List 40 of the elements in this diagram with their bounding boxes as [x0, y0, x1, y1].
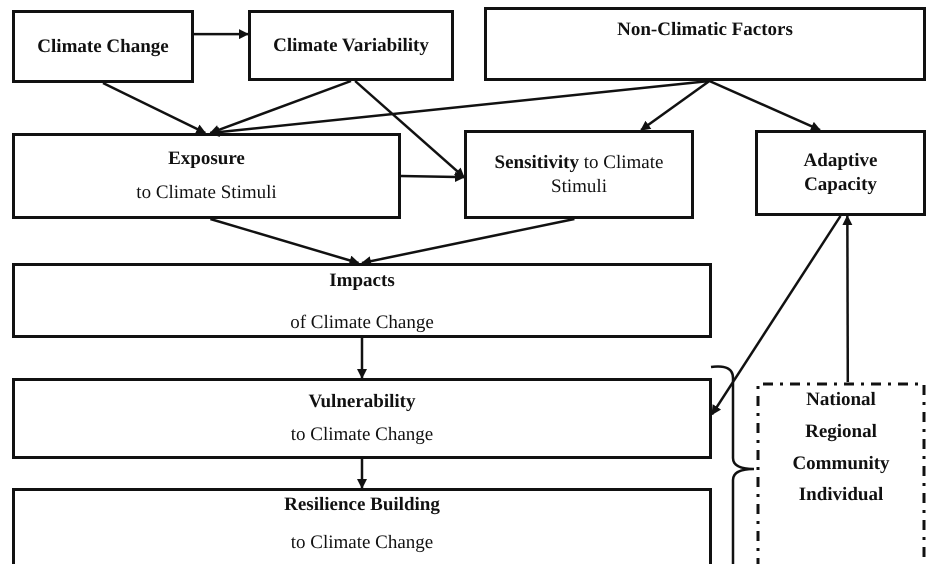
box-text: to Climate Stimuli: [136, 181, 277, 206]
process-box: [484, 7, 926, 81]
box-heading: Impacts: [329, 269, 395, 293]
process-box: [755, 130, 926, 216]
box-text: Sensitivity to Climate Stimuli: [494, 150, 664, 198]
process-box: [12, 10, 194, 83]
box-text: of Climate Change: [290, 311, 434, 335]
arrow: [194, 29, 249, 40]
box-heading: Regional: [805, 420, 877, 444]
arrow: [710, 215, 842, 416]
box-text: to Climate Change: [290, 530, 434, 554]
process-box: [248, 10, 454, 81]
box-heading: Community: [792, 452, 890, 476]
process-box: [12, 488, 712, 564]
process-box: [12, 133, 401, 219]
arrow: [210, 218, 360, 266]
arrow: [640, 80, 710, 132]
box-heading: Exposure: [168, 146, 245, 171]
arrow: [209, 80, 352, 135]
arrow: [102, 82, 206, 134]
box-heading: Adaptive Capacity: [802, 149, 878, 197]
arrow: [354, 80, 465, 178]
box-text: to Climate Change: [290, 423, 434, 447]
arrow: [842, 215, 852, 382]
box-heading: Resilience Building: [284, 493, 440, 517]
box-heading: National: [806, 388, 876, 412]
box-heading: Individual: [798, 483, 884, 507]
arrow: [708, 80, 821, 132]
process-box: [464, 130, 694, 219]
arrow: [209, 80, 710, 138]
dashed-box: [756, 382, 926, 564]
arrow: [357, 459, 367, 489]
process-box: [12, 263, 712, 338]
process-box: [12, 378, 712, 459]
box-heading: Non-Climatic Factors: [617, 18, 793, 42]
arrow: [357, 338, 367, 379]
arrow: [400, 172, 465, 182]
box-heading: Climate Change: [36, 34, 170, 58]
box-heading: Climate Variability: [272, 34, 430, 58]
box-heading: Vulnerability: [308, 390, 416, 414]
